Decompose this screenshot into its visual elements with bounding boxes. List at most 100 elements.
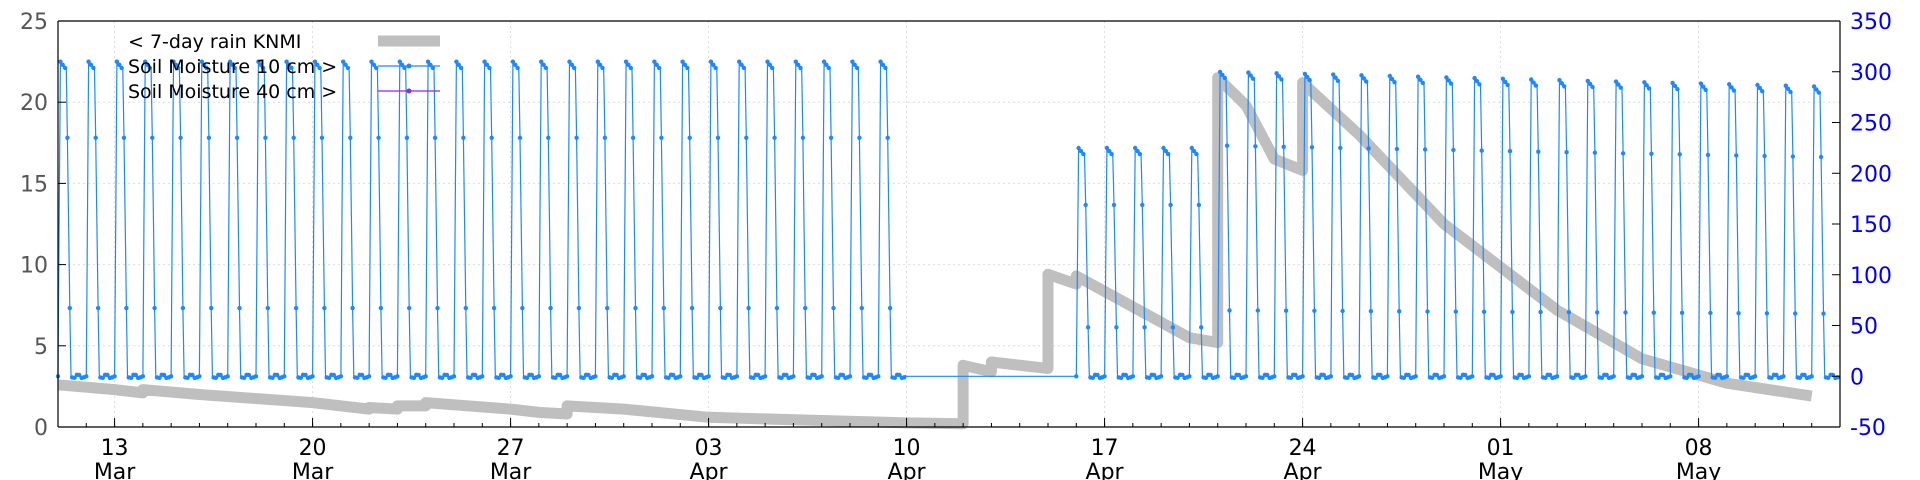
soil-10cm-point bbox=[1587, 81, 1593, 87]
soil-10cm-point bbox=[242, 375, 247, 380]
soil-10cm-point bbox=[114, 59, 120, 64]
soil-10cm-point bbox=[1672, 83, 1678, 89]
soil-10cm-point bbox=[72, 375, 77, 380]
soil-10cm-point bbox=[383, 375, 388, 380]
soil-10cm-point bbox=[1616, 82, 1621, 87]
soil-10cm-point bbox=[1500, 76, 1506, 82]
soil-10cm-point bbox=[1684, 375, 1690, 380]
soil-10cm-point bbox=[124, 305, 129, 311]
soil-10cm-point bbox=[821, 59, 827, 64]
soil-10cm-point bbox=[1656, 375, 1661, 380]
soil-10cm-point bbox=[1140, 202, 1145, 208]
soil-10cm-point bbox=[157, 375, 162, 380]
soil-10cm-point bbox=[1302, 71, 1308, 77]
soil-10cm-point bbox=[885, 135, 890, 140]
soil-10cm-point bbox=[1576, 372, 1581, 378]
soil-10cm-point bbox=[852, 62, 857, 67]
soil-10cm-point bbox=[1642, 80, 1647, 85]
soil-10cm-point bbox=[1385, 374, 1390, 379]
soil-10cm-point bbox=[1366, 146, 1371, 151]
soil-10cm-point bbox=[1444, 75, 1449, 80]
soil-10cm-point bbox=[1147, 375, 1152, 380]
soil-10cm-point bbox=[275, 372, 280, 378]
soil-10cm-point bbox=[1187, 374, 1192, 379]
soil-10cm-point bbox=[1505, 82, 1510, 88]
right-tick-label: 100 bbox=[1850, 264, 1892, 289]
soil-10cm-point bbox=[444, 372, 450, 378]
soil-10cm-point bbox=[840, 372, 846, 378]
soil-10cm-point bbox=[1114, 325, 1119, 330]
soil-10cm-point bbox=[836, 375, 841, 380]
soil-10cm-point bbox=[454, 59, 459, 64]
rain-series bbox=[57, 72, 1813, 430]
soil-10cm-point bbox=[1104, 145, 1110, 151]
soil-10cm-point bbox=[416, 372, 421, 378]
soil-10cm-point bbox=[1338, 145, 1343, 151]
soil-10cm-point bbox=[765, 59, 770, 64]
soil-10cm-point bbox=[1135, 148, 1140, 154]
soil-10cm-point bbox=[656, 65, 662, 71]
soil-10cm-point bbox=[1422, 147, 1428, 152]
soil-10cm-point bbox=[807, 375, 813, 380]
soil-10cm-point bbox=[1168, 202, 1173, 208]
soil-10cm-point bbox=[322, 305, 327, 311]
x-tick-day: 27 bbox=[497, 436, 525, 461]
soil-10cm-point bbox=[451, 374, 457, 379]
soil-10cm-point bbox=[171, 59, 176, 64]
soil-10cm-point bbox=[133, 372, 138, 378]
soil-10cm-point bbox=[1272, 374, 1277, 379]
soil-10cm-point bbox=[1081, 151, 1086, 157]
soil-10cm-point bbox=[1547, 372, 1553, 378]
soil-10cm-point bbox=[93, 135, 98, 140]
soil-10cm-point bbox=[1293, 372, 1298, 378]
soil-10cm-point bbox=[711, 62, 716, 67]
soil-10cm-point bbox=[824, 62, 829, 67]
soil-10cm-point bbox=[1571, 375, 1576, 380]
soil-10cm-point bbox=[774, 305, 780, 311]
soil-10cm-point bbox=[737, 59, 742, 64]
x-tick-month: Mar bbox=[94, 460, 136, 480]
x-tick-month: Apr bbox=[888, 460, 927, 480]
soil-10cm-point bbox=[1253, 144, 1258, 149]
soil-10cm-point bbox=[762, 374, 768, 379]
x-tick-month: Apr bbox=[1284, 460, 1323, 480]
soil-10cm-point bbox=[1604, 372, 1609, 378]
soil-10cm-point bbox=[1368, 309, 1374, 314]
soil-10cm-point bbox=[621, 374, 626, 379]
soil-10cm-point bbox=[1470, 374, 1475, 379]
soil-10cm-point bbox=[626, 62, 631, 67]
soil-10cm-point bbox=[770, 65, 775, 71]
soil-10cm-point bbox=[117, 62, 122, 67]
soil-10cm-point bbox=[378, 305, 384, 311]
soil-10cm-point bbox=[1448, 81, 1454, 86]
soil-10cm-point bbox=[206, 135, 212, 140]
soil-10cm-point bbox=[897, 372, 902, 378]
soil-10cm-point bbox=[62, 65, 68, 71]
soil-10cm-point bbox=[557, 372, 563, 378]
soil-10cm-point bbox=[713, 65, 718, 71]
soil-10cm-point bbox=[680, 59, 685, 64]
soil-10cm-point bbox=[1090, 375, 1096, 380]
soil-10cm-point bbox=[515, 65, 520, 71]
soil-10cm-point bbox=[1446, 78, 1451, 83]
soil-10cm-point bbox=[473, 372, 478, 378]
soil-10cm-point bbox=[1321, 372, 1327, 378]
soil-10cm-point bbox=[569, 62, 575, 67]
soil-10cm-point bbox=[60, 62, 65, 67]
soil-10cm-point bbox=[1507, 148, 1513, 154]
soil-10cm-point bbox=[1519, 372, 1525, 378]
soil-10cm-point bbox=[1781, 374, 1786, 379]
soil-10cm-point bbox=[1620, 151, 1626, 156]
soil-moisture-10cm-series bbox=[55, 59, 1840, 381]
x-tick-day: 08 bbox=[1685, 436, 1713, 461]
soil-10cm-point bbox=[1675, 86, 1680, 92]
soil-10cm-point bbox=[1651, 310, 1657, 315]
soil-10cm-point bbox=[1533, 83, 1539, 88]
soil-10cm-point bbox=[1644, 83, 1649, 88]
soil-10cm-point bbox=[605, 305, 610, 311]
soil-10cm-point bbox=[857, 135, 862, 140]
soil-10cm-point bbox=[1220, 72, 1225, 78]
soil-10cm-point bbox=[319, 135, 325, 140]
soil-10cm-point bbox=[1137, 151, 1143, 157]
soil-10cm-point bbox=[1397, 309, 1402, 314]
